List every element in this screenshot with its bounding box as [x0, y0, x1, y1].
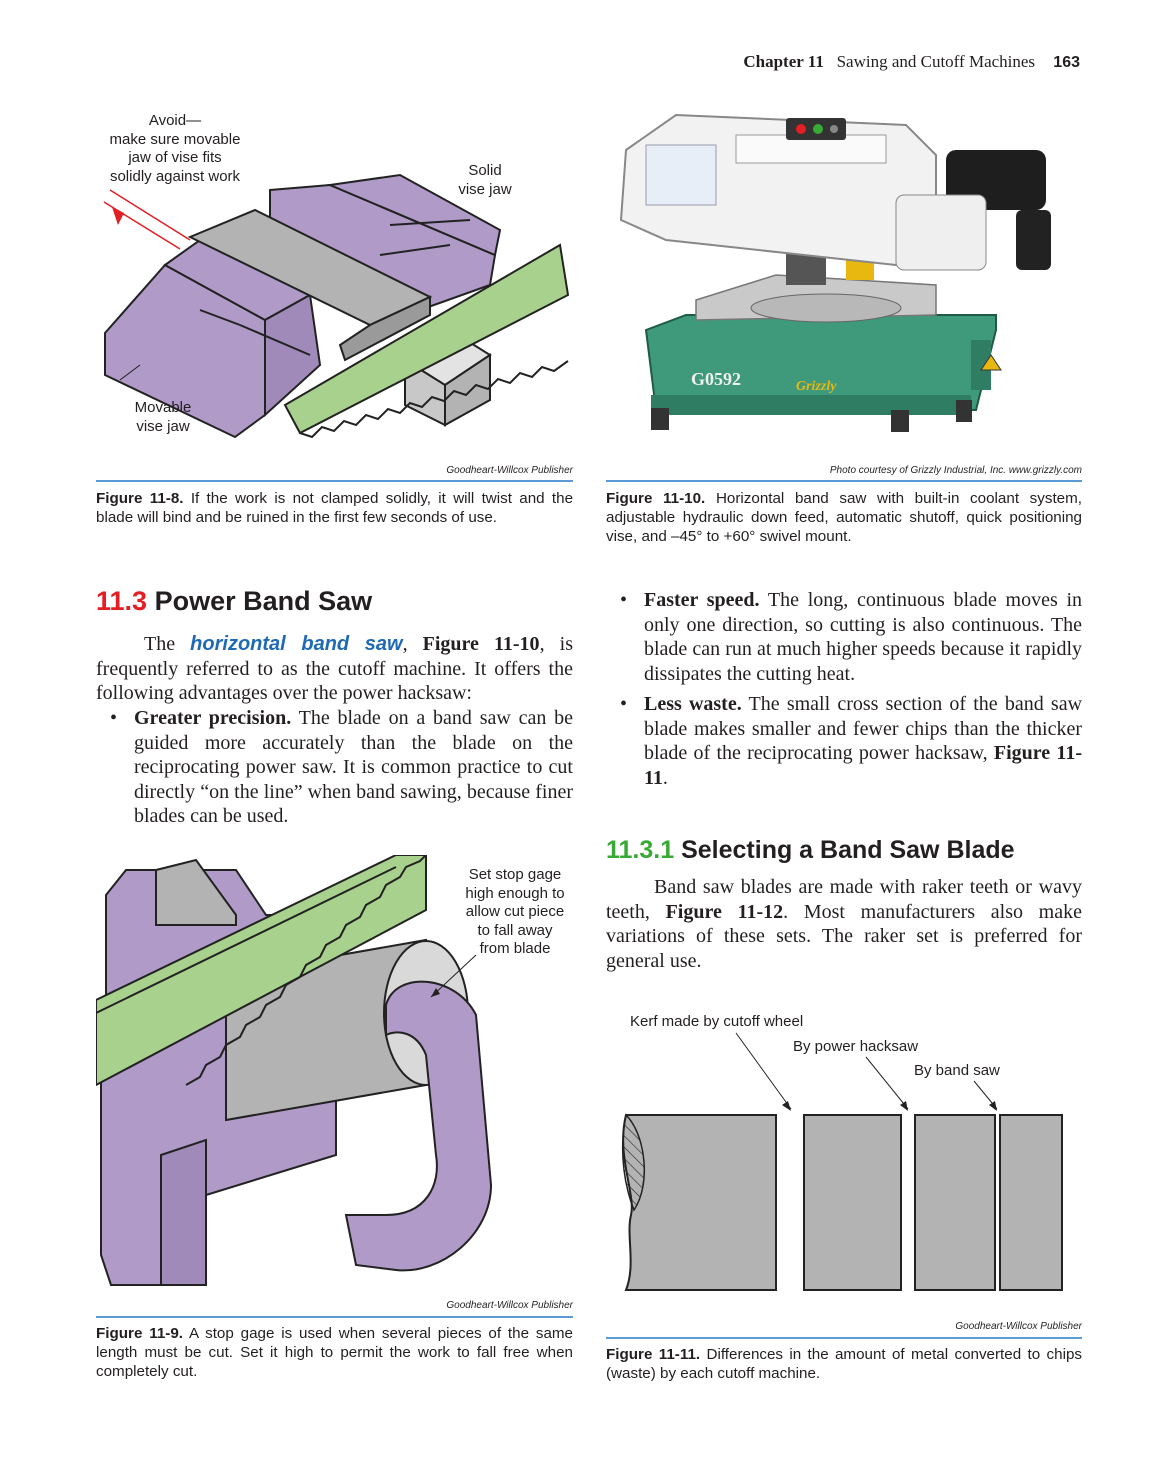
stock-piece-4 [999, 1114, 1063, 1291]
cut-piece-side [444, 353, 491, 427]
vise-drawing [103, 173, 570, 439]
section-11-3-intro: The horizontal band saw, Figure 11-10, i… [96, 633, 573, 704]
callout-avoid: Avoid— make sure movable jaw of vise fit… [109, 112, 241, 185]
back-jaw-gray [155, 858, 237, 926]
figure-11-8-illustration [90, 115, 575, 460]
figure-11-10-rule [606, 480, 1082, 482]
solid-jaw-top [326, 173, 502, 257]
figure-11-8-rule [96, 480, 573, 482]
stop-gage [344, 980, 493, 1272]
figure-11-8-credit: Goodheart-Willcox Publisher [446, 465, 573, 476]
section-heading-11-3: 11.3 Power Band Saw [96, 586, 373, 616]
callout-solid-jaw: Solid vise jaw [458, 162, 512, 198]
running-head: Chapter 11 Sawing and Cutoff Machines 16… [0, 52, 1080, 72]
label-kerf-bandsaw: By band saw [914, 1062, 1000, 1079]
bullet-list-right: Faster speed. The long, continuous blade… [620, 588, 1082, 798]
figref-11-12[interactable]: Figure 11-12 [665, 900, 784, 923]
saw-gearbox [1016, 210, 1051, 270]
stock-piece-2 [803, 1114, 902, 1291]
model-label: G0592 [691, 369, 741, 389]
band-saw-photo: G0592 Grizzly [619, 113, 1051, 432]
bullet-list-left: Greater precision. The blade on a band s… [110, 706, 573, 837]
figure-11-9-illustration [95, 854, 573, 1295]
saw-blade [283, 243, 570, 435]
figure-11-9-caption: Figure 11-9. A stop gage is used when se… [96, 1325, 573, 1380]
label-kerf-cutoff: Kerf made by cutoff wheel [630, 1013, 804, 1030]
section-heading-11-3-1: 11.3.1 Selecting a Band Saw Blade [606, 836, 1015, 864]
section-11-3-1-paragraph: Band saw blades are made with raker teet… [606, 876, 1082, 972]
callout-stop-gage: Set stop gage high enough to allow cut p… [465, 866, 565, 957]
bullet-greater-precision: Greater precision. The blade on a band s… [96, 706, 573, 829]
callout-movable-jaw: Movable vise jaw [134, 399, 192, 435]
figure-11-11-caption: Figure 11-11. Differences in the amount … [606, 1346, 1082, 1382]
figure-11-11-illustration [606, 1005, 1082, 1305]
bullet-faster-speed: Faster speed. The long, continuous blade… [606, 588, 1082, 686]
figure-11-10-credit: Photo courtesy of Grizzly Industrial, In… [829, 465, 1082, 476]
figure-11-9-rule [96, 1316, 573, 1318]
hatched-end [621, 1113, 645, 1212]
brand-label: Grizzly [796, 379, 837, 394]
saw-wheel-cover [895, 194, 987, 271]
figure-11-11-rule [606, 1337, 1082, 1339]
figure-11-8-caption: Figure 11-8. If the work is not clamped … [96, 490, 574, 526]
workpiece-front [338, 295, 431, 362]
chapter-label: Chapter 11 [743, 52, 824, 71]
kerf-diagram [621, 1032, 1063, 1291]
term-horizontal-band-saw: horizontal band saw [190, 633, 403, 655]
figref-11-11[interactable]: Figure 11-11 [644, 742, 1082, 789]
stock-piece-3 [914, 1114, 996, 1291]
figure-11-9-credit: Goodheart-Willcox Publisher [446, 1300, 573, 1311]
saw-chart [645, 144, 717, 206]
saw-label-plate [735, 134, 887, 164]
page-number: 163 [1053, 54, 1080, 71]
chapter-title: Sawing and Cutoff Machines [836, 52, 1036, 71]
figure-11-11-credit: Goodheart-Willcox Publisher [955, 1321, 1082, 1332]
figure-11-10-photo: G0592 Grizzly [606, 100, 1082, 445]
movable-jaw-side [264, 293, 322, 418]
saw-blade [95, 854, 427, 1087]
stock-piece-1 [622, 1114, 777, 1291]
bullet-less-waste: Less waste. The small cross section of t… [606, 692, 1082, 790]
stop-gage-drawing [95, 854, 493, 1286]
figure-11-10-caption: Figure 11-10. Horizontal band saw with b… [606, 490, 1082, 545]
saw-base-lower [651, 395, 971, 415]
label-kerf-hacksaw: By power hacksaw [793, 1038, 919, 1055]
figref-11-10[interactable]: Figure 11-10 [422, 633, 540, 655]
